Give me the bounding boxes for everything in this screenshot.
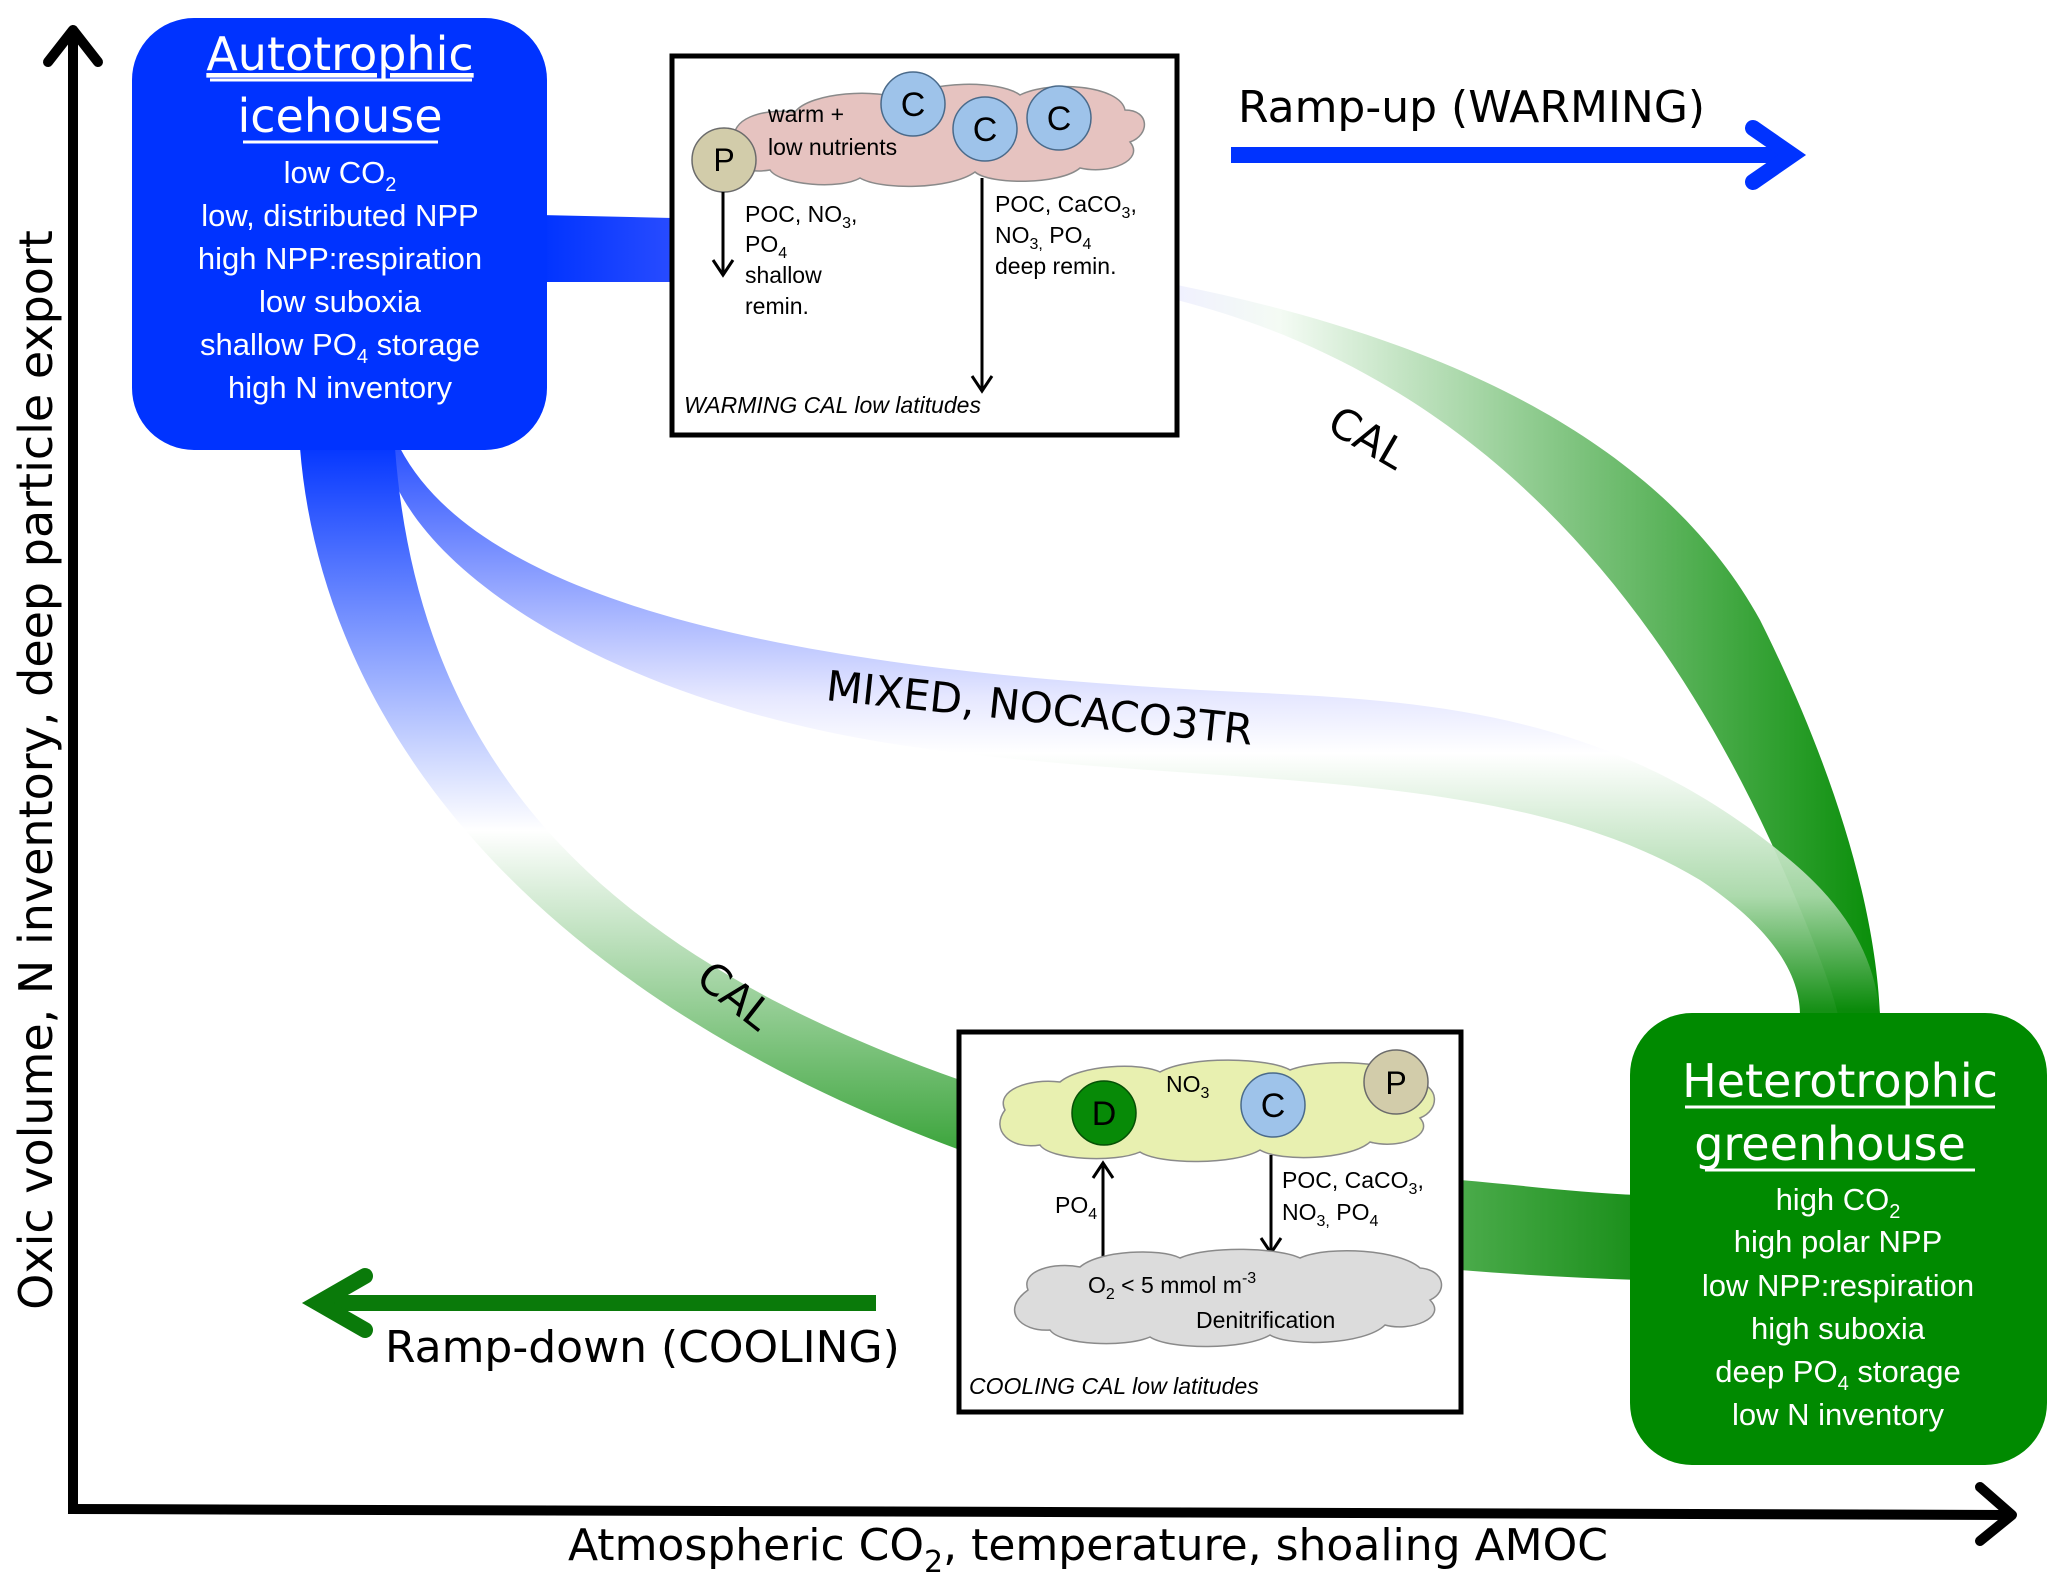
arrowhead-left-icon xyxy=(301,1268,373,1338)
shallow-flux-label: POC, NO3, PO4 shallow remin. xyxy=(745,201,857,319)
arrow-down-icon xyxy=(711,259,735,278)
omz-threshold-label: O2 < 5 mmol m-3 xyxy=(1088,1270,1256,1303)
y-axis-label: Oxic volume, N inventory, deep particle … xyxy=(9,230,63,1310)
greenhouse-title-line2: greenhouse xyxy=(1694,1117,1966,1171)
svg-text:POC, NO3,: POC, NO3, xyxy=(745,201,857,232)
omz-cloud xyxy=(1013,1248,1443,1348)
svg-text:POC, CaCO3,: POC, CaCO3, xyxy=(1282,1167,1424,1198)
icehouse-property: low CO2 xyxy=(284,155,397,196)
pathway-label-cal-upper: CAL xyxy=(1320,396,1416,479)
icehouse-property: low suboxia xyxy=(259,284,422,319)
svg-text:P: P xyxy=(713,142,734,178)
icehouse-properties: low CO2 low, distributed NPP high NPP:re… xyxy=(198,155,482,405)
band-icehouse-to-warming xyxy=(540,215,672,282)
denitrification-label: Denitrification xyxy=(1196,1307,1335,1333)
arrowhead-right-icon xyxy=(1745,120,1807,190)
greenhouse-box: Heterotrophic greenhouse high CO2 high p… xyxy=(1630,1013,2047,1465)
icehouse-title-line2: icehouse xyxy=(237,89,442,143)
band-cal-lower xyxy=(300,448,960,1150)
arrow-down-icon xyxy=(970,375,994,394)
y-axis-arrowhead xyxy=(43,25,103,67)
ramp-up-arrow: Ramp-up (WARMING) xyxy=(1231,82,1807,190)
svg-text:D: D xyxy=(1092,1095,1117,1133)
band-cal-upper xyxy=(1177,285,1880,1015)
greenhouse-property: high suboxia xyxy=(1751,1311,1926,1346)
ramp-up-label: Ramp-up (WARMING) xyxy=(1238,82,1705,133)
svg-text:deep remin.: deep remin. xyxy=(995,253,1116,279)
greenhouse-property: high polar NPP xyxy=(1734,1224,1943,1259)
export-flux-label: POC, CaCO3, NO3, PO4 xyxy=(1282,1167,1424,1230)
icehouse-title-line1: Autotrophic xyxy=(206,27,473,81)
svg-text:NO3, PO4: NO3, PO4 xyxy=(995,222,1091,253)
cell-p: P xyxy=(1363,1049,1429,1115)
arrow-up-icon xyxy=(1091,1160,1115,1179)
greenhouse-property: low NPP:respiration xyxy=(1702,1268,1974,1303)
cell-c: C xyxy=(1240,1072,1306,1138)
warming-inset: warm + low nutrients P C C C POC, NO3, P… xyxy=(669,53,1180,438)
cell-p: P xyxy=(691,127,757,193)
x-axis-arrowhead xyxy=(1975,1482,2017,1546)
deep-flux-label: POC, CaCO3, NO3, PO4 deep remin. xyxy=(995,191,1137,279)
axes: Oxic volume, N inventory, deep particle … xyxy=(9,25,2017,1580)
svg-text:C: C xyxy=(1047,100,1072,138)
greenhouse-title-line1: Heterotrophic xyxy=(1682,1054,1998,1108)
warming-inset-caption: WARMING CAL low latitudes xyxy=(684,392,981,418)
warm-cloud-text: low nutrients xyxy=(768,134,897,160)
cooling-inset: NO3 D C P PO4 POC, CaCO3, NO3, PO4 O2 < … xyxy=(956,1029,1464,1415)
pathway-bands xyxy=(300,215,1880,1280)
icehouse-property: shallow PO4 storage xyxy=(200,327,480,368)
icehouse-box: Autotrophic icehouse low CO2 low, distri… xyxy=(132,18,547,450)
svg-text:POC, CaCO3,: POC, CaCO3, xyxy=(995,191,1137,222)
band-mixed xyxy=(385,448,1880,1015)
ramp-down-arrow: Ramp-down (COOLING) xyxy=(301,1268,900,1373)
icehouse-property: low, distributed NPP xyxy=(201,198,478,233)
cell-c: C xyxy=(880,71,946,137)
svg-text:shallow: shallow xyxy=(745,262,822,288)
svg-text:remin.: remin. xyxy=(745,293,809,319)
surface-nitrate-label: NO3 xyxy=(1166,1071,1210,1102)
x-axis-line xyxy=(67,1504,2009,1520)
icehouse-property: high NPP:respiration xyxy=(198,241,482,276)
greenhouse-property: high CO2 xyxy=(1776,1182,1901,1223)
x-axis-label: Atmospheric CO2, temperature, shoaling A… xyxy=(568,1520,1608,1580)
greenhouse-property: low N inventory xyxy=(1732,1397,1944,1432)
cell-d: D xyxy=(1071,1080,1137,1146)
greenhouse-property: deep PO4 storage xyxy=(1715,1354,1961,1395)
upwelling-label: PO4 xyxy=(1055,1192,1097,1223)
cell-c: C xyxy=(952,96,1018,162)
svg-text:NO3, PO4: NO3, PO4 xyxy=(1282,1199,1378,1230)
greenhouse-properties: high CO2 high polar NPP low NPP:respirat… xyxy=(1702,1182,1974,1432)
svg-text:PO4: PO4 xyxy=(745,231,787,262)
svg-text:P: P xyxy=(1385,1065,1406,1101)
warm-cloud-text: warm + xyxy=(767,101,844,127)
cooling-inset-caption: COOLING CAL low latitudes xyxy=(969,1373,1259,1399)
cell-c: C xyxy=(1026,85,1092,151)
svg-text:C: C xyxy=(1261,1087,1286,1125)
ramp-down-label: Ramp-down (COOLING) xyxy=(385,1322,900,1373)
band-cooling-to-greenhouse xyxy=(1460,1180,1640,1280)
svg-text:C: C xyxy=(973,111,998,149)
svg-text:C: C xyxy=(901,86,926,124)
icehouse-property: high N inventory xyxy=(228,370,453,405)
